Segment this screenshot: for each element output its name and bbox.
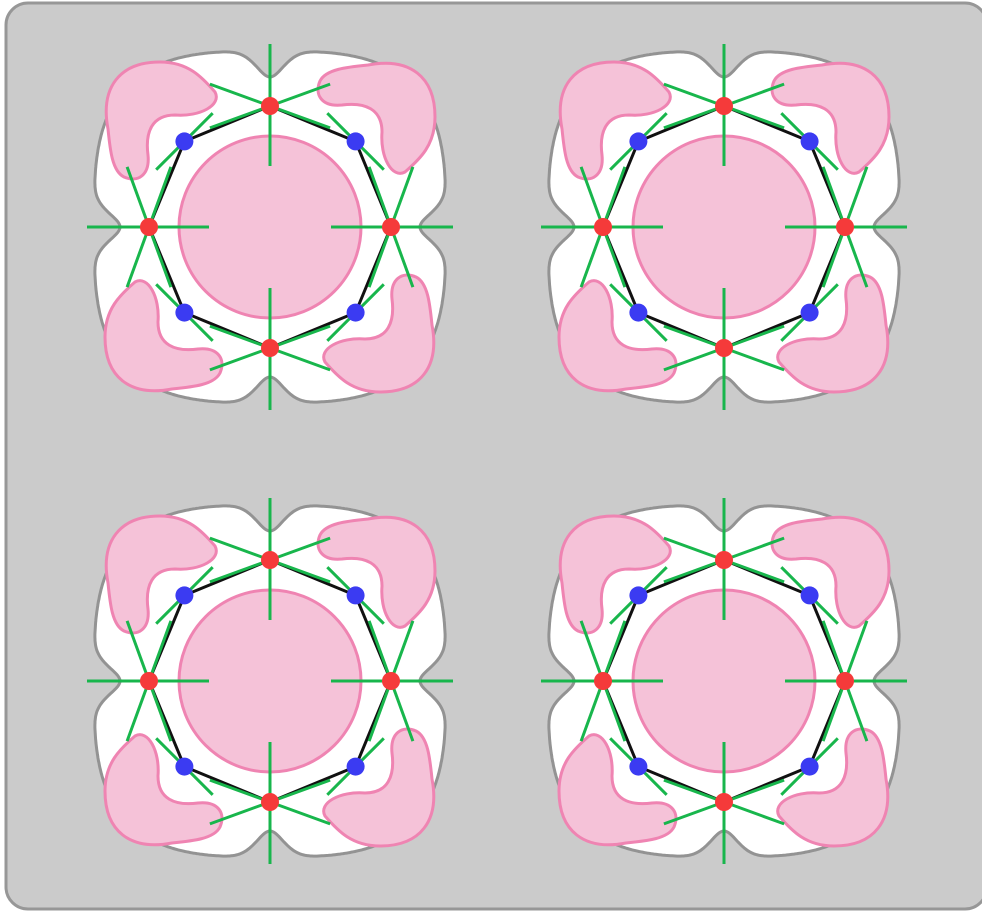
blue-node	[629, 304, 647, 322]
cell-top-right	[541, 44, 907, 410]
red-node	[382, 672, 400, 690]
red-node	[140, 672, 158, 690]
red-node	[140, 218, 158, 236]
blue-node	[801, 132, 819, 150]
blue-node	[347, 132, 365, 150]
blue-node	[347, 304, 365, 322]
blue-node	[629, 132, 647, 150]
red-node	[594, 218, 612, 236]
red-node	[715, 551, 733, 569]
blue-node	[629, 758, 647, 776]
blue-node	[347, 586, 365, 604]
cell-bottom-left	[87, 498, 453, 864]
red-node	[594, 672, 612, 690]
blue-node	[175, 132, 193, 150]
blue-node	[175, 586, 193, 604]
red-node	[715, 97, 733, 115]
red-node	[715, 793, 733, 811]
red-node	[261, 339, 279, 357]
cell-top-left	[87, 44, 453, 410]
blue-node	[629, 586, 647, 604]
red-node	[382, 218, 400, 236]
red-node	[261, 551, 279, 569]
blue-node	[347, 758, 365, 776]
red-node	[261, 97, 279, 115]
blue-node	[175, 758, 193, 776]
red-node	[836, 218, 854, 236]
blue-node	[801, 586, 819, 604]
red-node	[715, 339, 733, 357]
red-node	[836, 672, 854, 690]
blue-node	[175, 304, 193, 322]
cell-bottom-right	[541, 498, 907, 864]
blue-node	[801, 758, 819, 776]
blue-node	[801, 304, 819, 322]
red-node	[261, 793, 279, 811]
